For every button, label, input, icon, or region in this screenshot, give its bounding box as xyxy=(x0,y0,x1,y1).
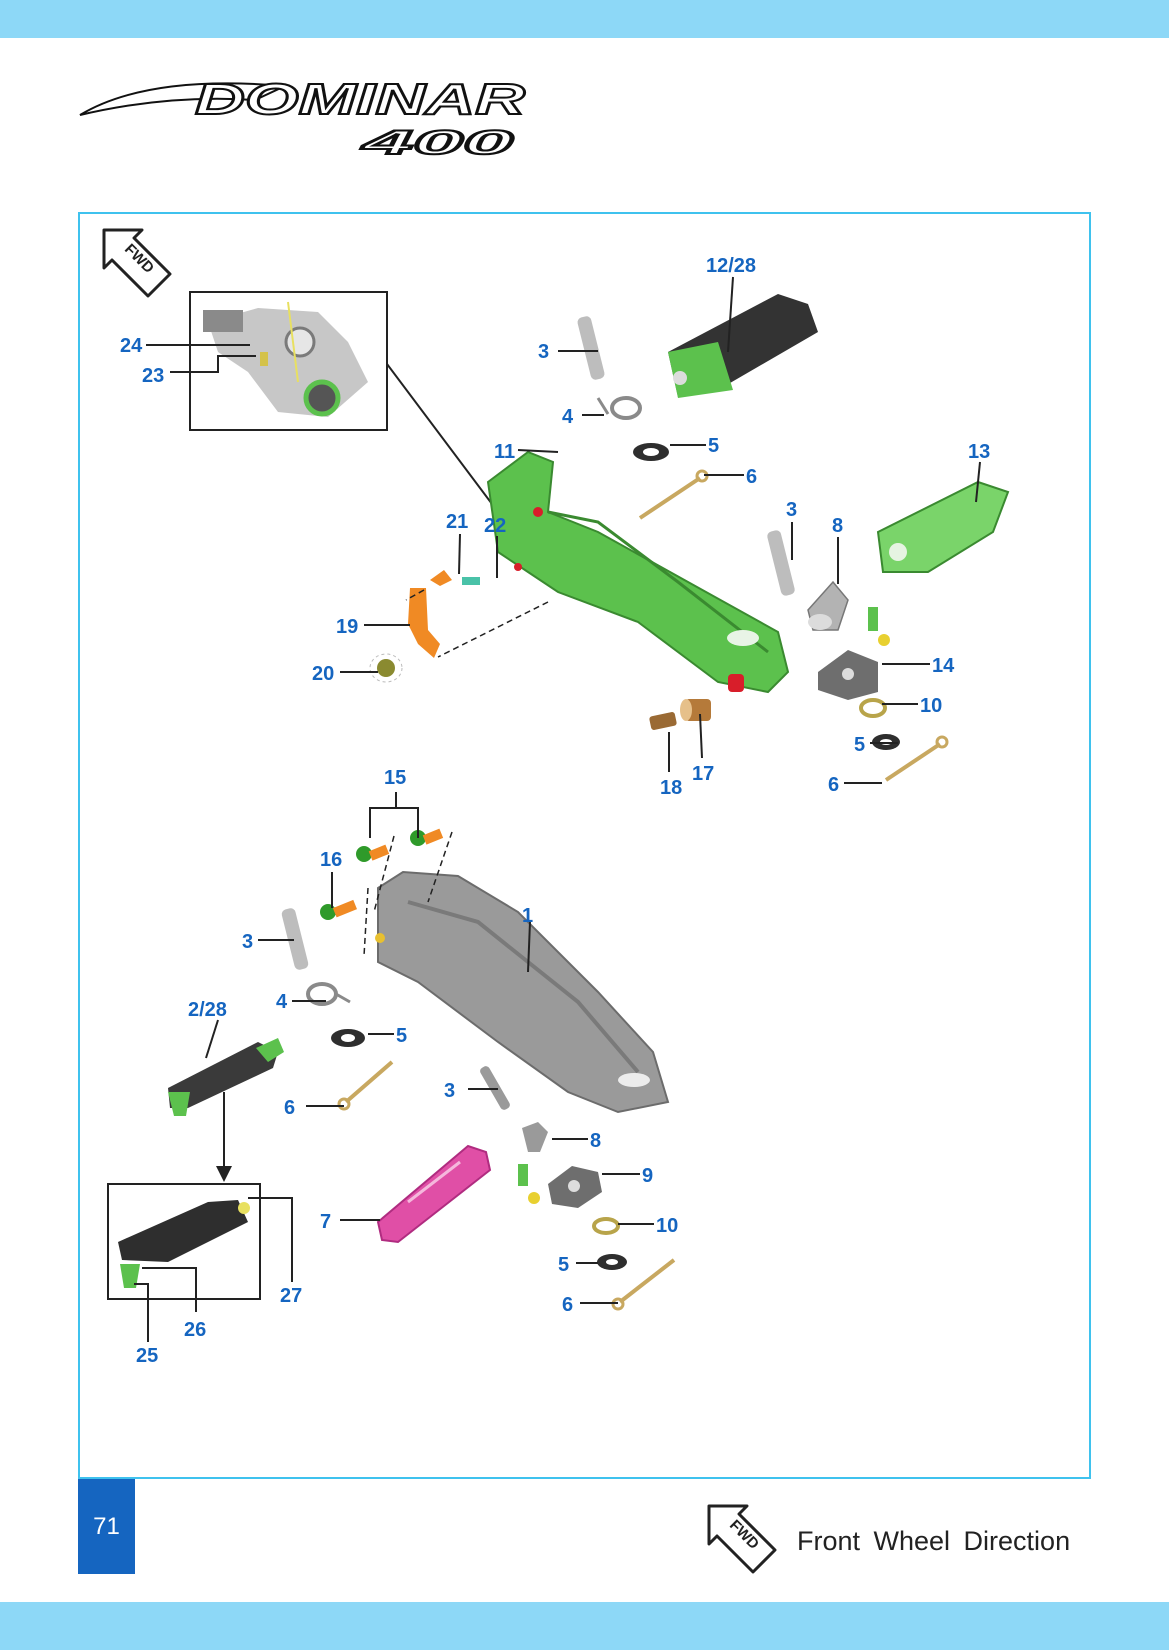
bottom-band xyxy=(0,1602,1169,1650)
bolt xyxy=(320,899,357,920)
pivot-pin xyxy=(281,908,309,970)
callout-4: 4 xyxy=(276,991,288,1013)
callout-24: 24 xyxy=(120,335,143,357)
callout-3: 3 xyxy=(538,341,549,363)
callout-22: 22 xyxy=(484,515,506,537)
washer xyxy=(633,443,669,461)
cotter-pin xyxy=(638,469,709,520)
legend-label: Front Wheel Direction xyxy=(797,1526,1071,1556)
lever-bracket xyxy=(522,1122,548,1152)
callout-17: 17 xyxy=(692,763,714,785)
callout-6: 6 xyxy=(284,1097,295,1119)
footrest-rubber-left xyxy=(168,1038,284,1116)
bolt xyxy=(410,828,444,846)
callout-6: 6 xyxy=(562,1294,573,1316)
callout-18: 18 xyxy=(660,777,682,799)
bush-large xyxy=(680,699,711,721)
callout-19: 19 xyxy=(336,616,358,638)
callout-3: 3 xyxy=(242,931,253,953)
wave-washer xyxy=(592,1217,620,1235)
footrest-bracket-right xyxy=(486,450,790,694)
heel-guard xyxy=(876,480,1010,573)
callout-11: 11 xyxy=(494,441,515,463)
callout-2-28: 2/28 xyxy=(188,999,227,1021)
logo-word: DOMINAR xyxy=(195,75,525,124)
callout-14: 14 xyxy=(932,655,955,677)
callout-27: 27 xyxy=(280,1285,302,1307)
clip xyxy=(430,570,452,586)
cotter-pin xyxy=(337,1060,394,1111)
callout-8: 8 xyxy=(832,515,843,537)
callout-6: 6 xyxy=(746,466,757,488)
screw xyxy=(462,577,480,585)
logo-number: 400 xyxy=(360,124,513,160)
callout-7: 7 xyxy=(320,1211,331,1233)
diagram-frame xyxy=(78,212,1091,1479)
inset-detail-top xyxy=(189,291,388,431)
callout-1: 1 xyxy=(522,905,533,927)
plate xyxy=(548,1166,602,1208)
callout-5: 5 xyxy=(396,1025,407,1047)
pivot-pin xyxy=(767,530,795,596)
fwd-arrow-icon: FWD xyxy=(707,1504,777,1574)
wave-washer xyxy=(859,698,887,718)
callout-10: 10 xyxy=(656,1215,678,1237)
inset-detail-bottom xyxy=(107,1183,261,1300)
cotter-pin xyxy=(884,735,949,782)
detent-spring xyxy=(518,1164,540,1204)
plate xyxy=(818,650,878,700)
page-number-box: 71 xyxy=(78,1479,135,1574)
exploded-parts-diagram: FWD xyxy=(102,228,1010,1367)
leader-lines xyxy=(134,276,981,1342)
callout-9: 9 xyxy=(642,1165,653,1187)
callout-12-28: 12/28 xyxy=(706,255,756,277)
callout-20: 20 xyxy=(312,663,334,685)
callout-5: 5 xyxy=(854,734,865,756)
washer xyxy=(331,1029,365,1047)
return-spring xyxy=(306,982,351,1006)
callout-5: 5 xyxy=(708,435,719,457)
lever-bracket xyxy=(807,580,849,631)
top-band xyxy=(0,0,1169,38)
callout-3: 3 xyxy=(786,499,797,521)
callout-16: 16 xyxy=(320,849,342,871)
callout-23: 23 xyxy=(142,365,164,387)
callout-3: 3 xyxy=(444,1080,455,1102)
callout-8: 8 xyxy=(590,1130,601,1152)
callout-13: 13 xyxy=(968,441,990,463)
callout-4: 4 xyxy=(562,406,574,428)
orange-bracket xyxy=(408,588,440,658)
callout-21: 21 xyxy=(446,511,468,533)
return-spring xyxy=(596,396,642,420)
bush-small xyxy=(649,712,677,730)
dominar-400-logo: DOMINAR 400 xyxy=(79,74,526,160)
callout-labels: 24 23 3 4 12/28 5 6 11 13 21 22 3 8 19 1… xyxy=(120,255,990,1367)
callout-5: 5 xyxy=(558,1254,569,1276)
bolt xyxy=(369,653,403,683)
detent-spring xyxy=(868,607,890,646)
washer xyxy=(597,1254,627,1270)
callout-10: 10 xyxy=(920,695,942,717)
pivot-pin xyxy=(577,316,605,380)
page-number: 71 xyxy=(93,1513,120,1540)
callout-6: 6 xyxy=(828,774,839,796)
callout-25: 25 xyxy=(136,1345,158,1367)
pink-heel-guard xyxy=(376,1144,492,1244)
callout-26: 26 xyxy=(184,1319,206,1341)
fwd-arrow-icon: FWD xyxy=(102,228,172,298)
footrest-rubber-top xyxy=(668,294,818,398)
callout-15: 15 xyxy=(384,767,406,789)
bolt xyxy=(356,844,390,862)
